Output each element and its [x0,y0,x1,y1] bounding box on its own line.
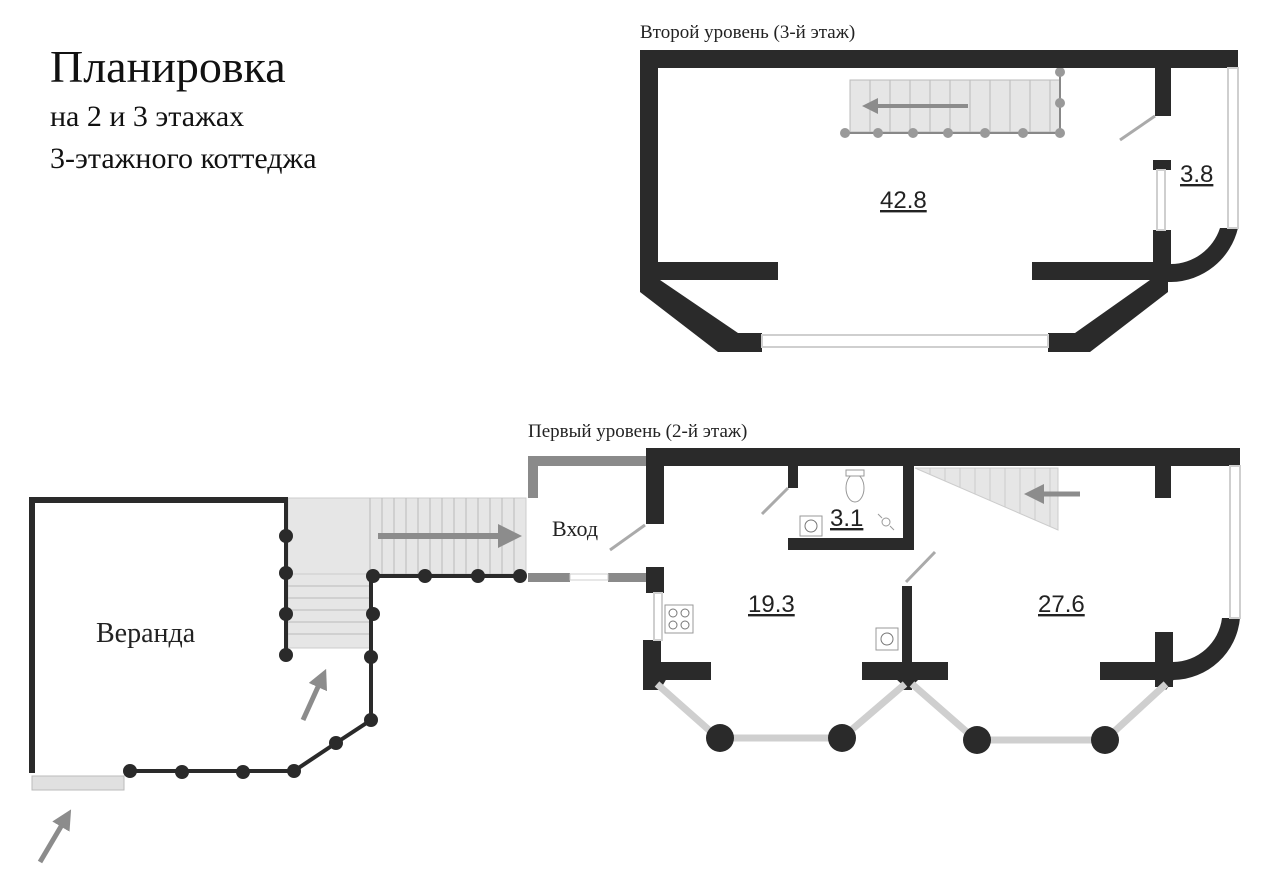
veranda-wall [29,497,288,773]
lower-level-plan: Вход Веранда [29,448,1241,864]
entrance-door-swing [609,523,646,552]
upper-main-room-area: 42.8 [880,187,927,214]
veranda-label: Веранда [96,618,196,649]
inner-staircase [914,467,1059,531]
stove-icon [664,604,694,634]
upper-door-swing [1119,114,1156,142]
upper-right-window [1227,67,1239,229]
entrance-canopy-top [528,456,646,466]
upper-partition [1156,169,1166,231]
room-door-swing [904,550,937,584]
kitchen-window [653,592,663,641]
sink-icon [799,515,823,537]
outdoor-stair-steps [288,498,515,635]
veranda-stair-arrow [300,668,327,722]
veranda-entry-arrow [37,809,72,864]
lower-right-window [1229,465,1241,619]
bay-columns [706,724,1119,754]
room1-area: 19.3 [748,591,795,618]
entrance-label: Вход [552,516,598,541]
upper-small-room-area: 3.8 [1180,161,1213,188]
bathroom-area: 3.1 [830,505,863,532]
entrance-door [569,573,609,581]
shower-icon [877,513,895,531]
entrance-canopy-side [528,456,538,498]
bay-window-left [654,681,908,742]
plan-subtitle-floors: на 2 и 3 этажах [50,100,245,133]
upper-railing-posts [840,67,1065,138]
upper-walls [640,50,1238,352]
entrance-wall-left [528,573,570,582]
upper-level-plan: 42.8 3.8 [640,50,1239,352]
veranda-entrance-step [31,775,125,791]
bay-window-right [909,681,1169,744]
plan-subtitle-building: 3-этажного коттеджа [50,142,317,175]
upper-bottom-window [761,334,1049,348]
bathroom-door-swing [760,486,790,516]
room2-area: 27.6 [1038,591,1085,618]
inner-stair-steps [929,468,1051,526]
lower-level-caption: Первый уровень (2-й этаж) [528,421,747,442]
hall-sink-icon [875,627,899,651]
upper-level-caption: Второй уровень (3-й этаж) [640,22,855,43]
lower-walls [643,448,1240,690]
veranda-railing [130,574,520,773]
entrance-wall-right [608,573,648,582]
outdoor-stair-lower [287,573,371,649]
railing-posts [123,529,527,779]
plan-title: Планировка [50,41,286,92]
toilet-icon [845,469,865,503]
